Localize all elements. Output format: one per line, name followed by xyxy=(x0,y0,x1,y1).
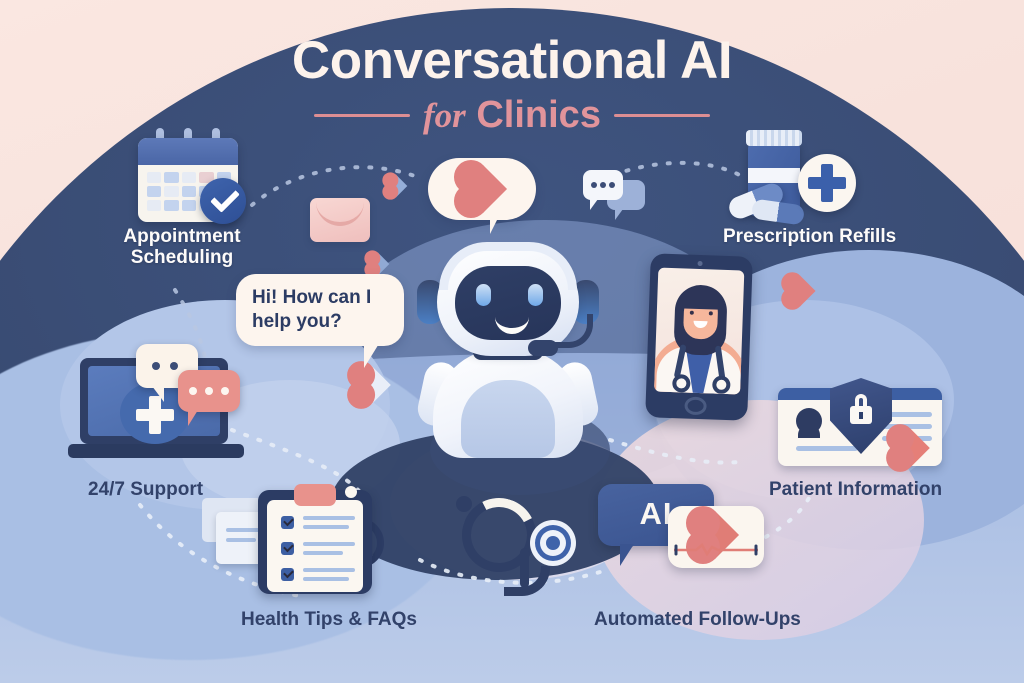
label-prescription-refills: Prescription Refills xyxy=(723,226,897,247)
subtitle-bold-word: Clinics xyxy=(476,94,601,137)
tablet-camera xyxy=(697,260,703,267)
ai-badge-text: AI xyxy=(639,496,673,531)
robot-eye xyxy=(528,284,543,306)
chat-bubble-front xyxy=(583,170,623,210)
robot-body-panel xyxy=(461,380,555,458)
pill-bottle-label xyxy=(748,168,800,183)
label-automated-followups: Automated Follow-Ups xyxy=(594,609,801,630)
page-subtitle: for Clinics xyxy=(423,94,601,137)
tablet-screen xyxy=(654,267,745,395)
heart-icon xyxy=(458,164,508,214)
label-247-support: 24/7 Support xyxy=(88,479,204,500)
subtitle-row: for Clinics xyxy=(0,94,1024,137)
laptop-chat-icon xyxy=(68,344,244,466)
pill-bottle-cap xyxy=(746,130,802,146)
avatar xyxy=(796,408,822,438)
heart-speech-bubble xyxy=(428,158,536,234)
stethoscope-earpiece xyxy=(456,496,472,512)
tablet-home-button xyxy=(684,396,707,416)
robot-eye xyxy=(476,284,491,306)
calendar-check-icon xyxy=(138,128,246,224)
pill-bottle-icon xyxy=(725,128,862,228)
clipboard-paper xyxy=(267,500,363,592)
chat-bubble-coral xyxy=(178,370,240,426)
pulse-line xyxy=(674,542,758,556)
greeting-text: Hi! How can I help you? xyxy=(252,287,372,333)
clipboard-checklist-icon xyxy=(202,484,384,594)
label-appointment-scheduling: Appointment Scheduling xyxy=(123,226,241,269)
bubble-tail xyxy=(490,214,510,234)
lock-keyhole xyxy=(859,412,863,419)
patient-id-card-icon xyxy=(778,378,942,468)
robot-assistant-avatar xyxy=(414,240,602,458)
envelope-icon xyxy=(310,198,370,242)
stethoscope-icon xyxy=(448,488,578,596)
chat-bubbles-icon xyxy=(583,170,645,220)
envelope-flap xyxy=(316,202,364,226)
lock-shackle xyxy=(855,394,867,408)
label-patient-information: Patient Information xyxy=(769,479,943,500)
heart-pulse-icon xyxy=(668,506,764,568)
headset-mic-boom xyxy=(555,314,593,348)
robot-smile xyxy=(495,312,529,334)
greeting-speech-bubble: Hi! How can I help you? xyxy=(236,274,404,368)
stethoscope-chestpiece xyxy=(530,520,576,566)
calendar-header xyxy=(138,138,238,165)
rule-right xyxy=(613,114,710,118)
bubble-tail xyxy=(364,342,380,368)
stethoscope-curve xyxy=(504,566,550,596)
subtitle-italic-word: for xyxy=(423,96,466,136)
page-title: Conversational AI xyxy=(291,31,733,90)
medical-cross-icon xyxy=(798,154,856,212)
rule-left xyxy=(314,114,411,118)
check-badge-icon xyxy=(200,178,246,224)
laptop-base xyxy=(68,444,244,458)
tablet-doctor-video-icon xyxy=(645,253,753,421)
clipboard-clip xyxy=(294,484,357,506)
label-health-tips-faqs: Health Tips & FAQs xyxy=(241,609,417,630)
poster-title-block: Conversational AI for Clinics xyxy=(0,31,1024,137)
clipboard-clip-knob xyxy=(345,486,357,498)
headset-microphone-icon xyxy=(528,340,558,356)
